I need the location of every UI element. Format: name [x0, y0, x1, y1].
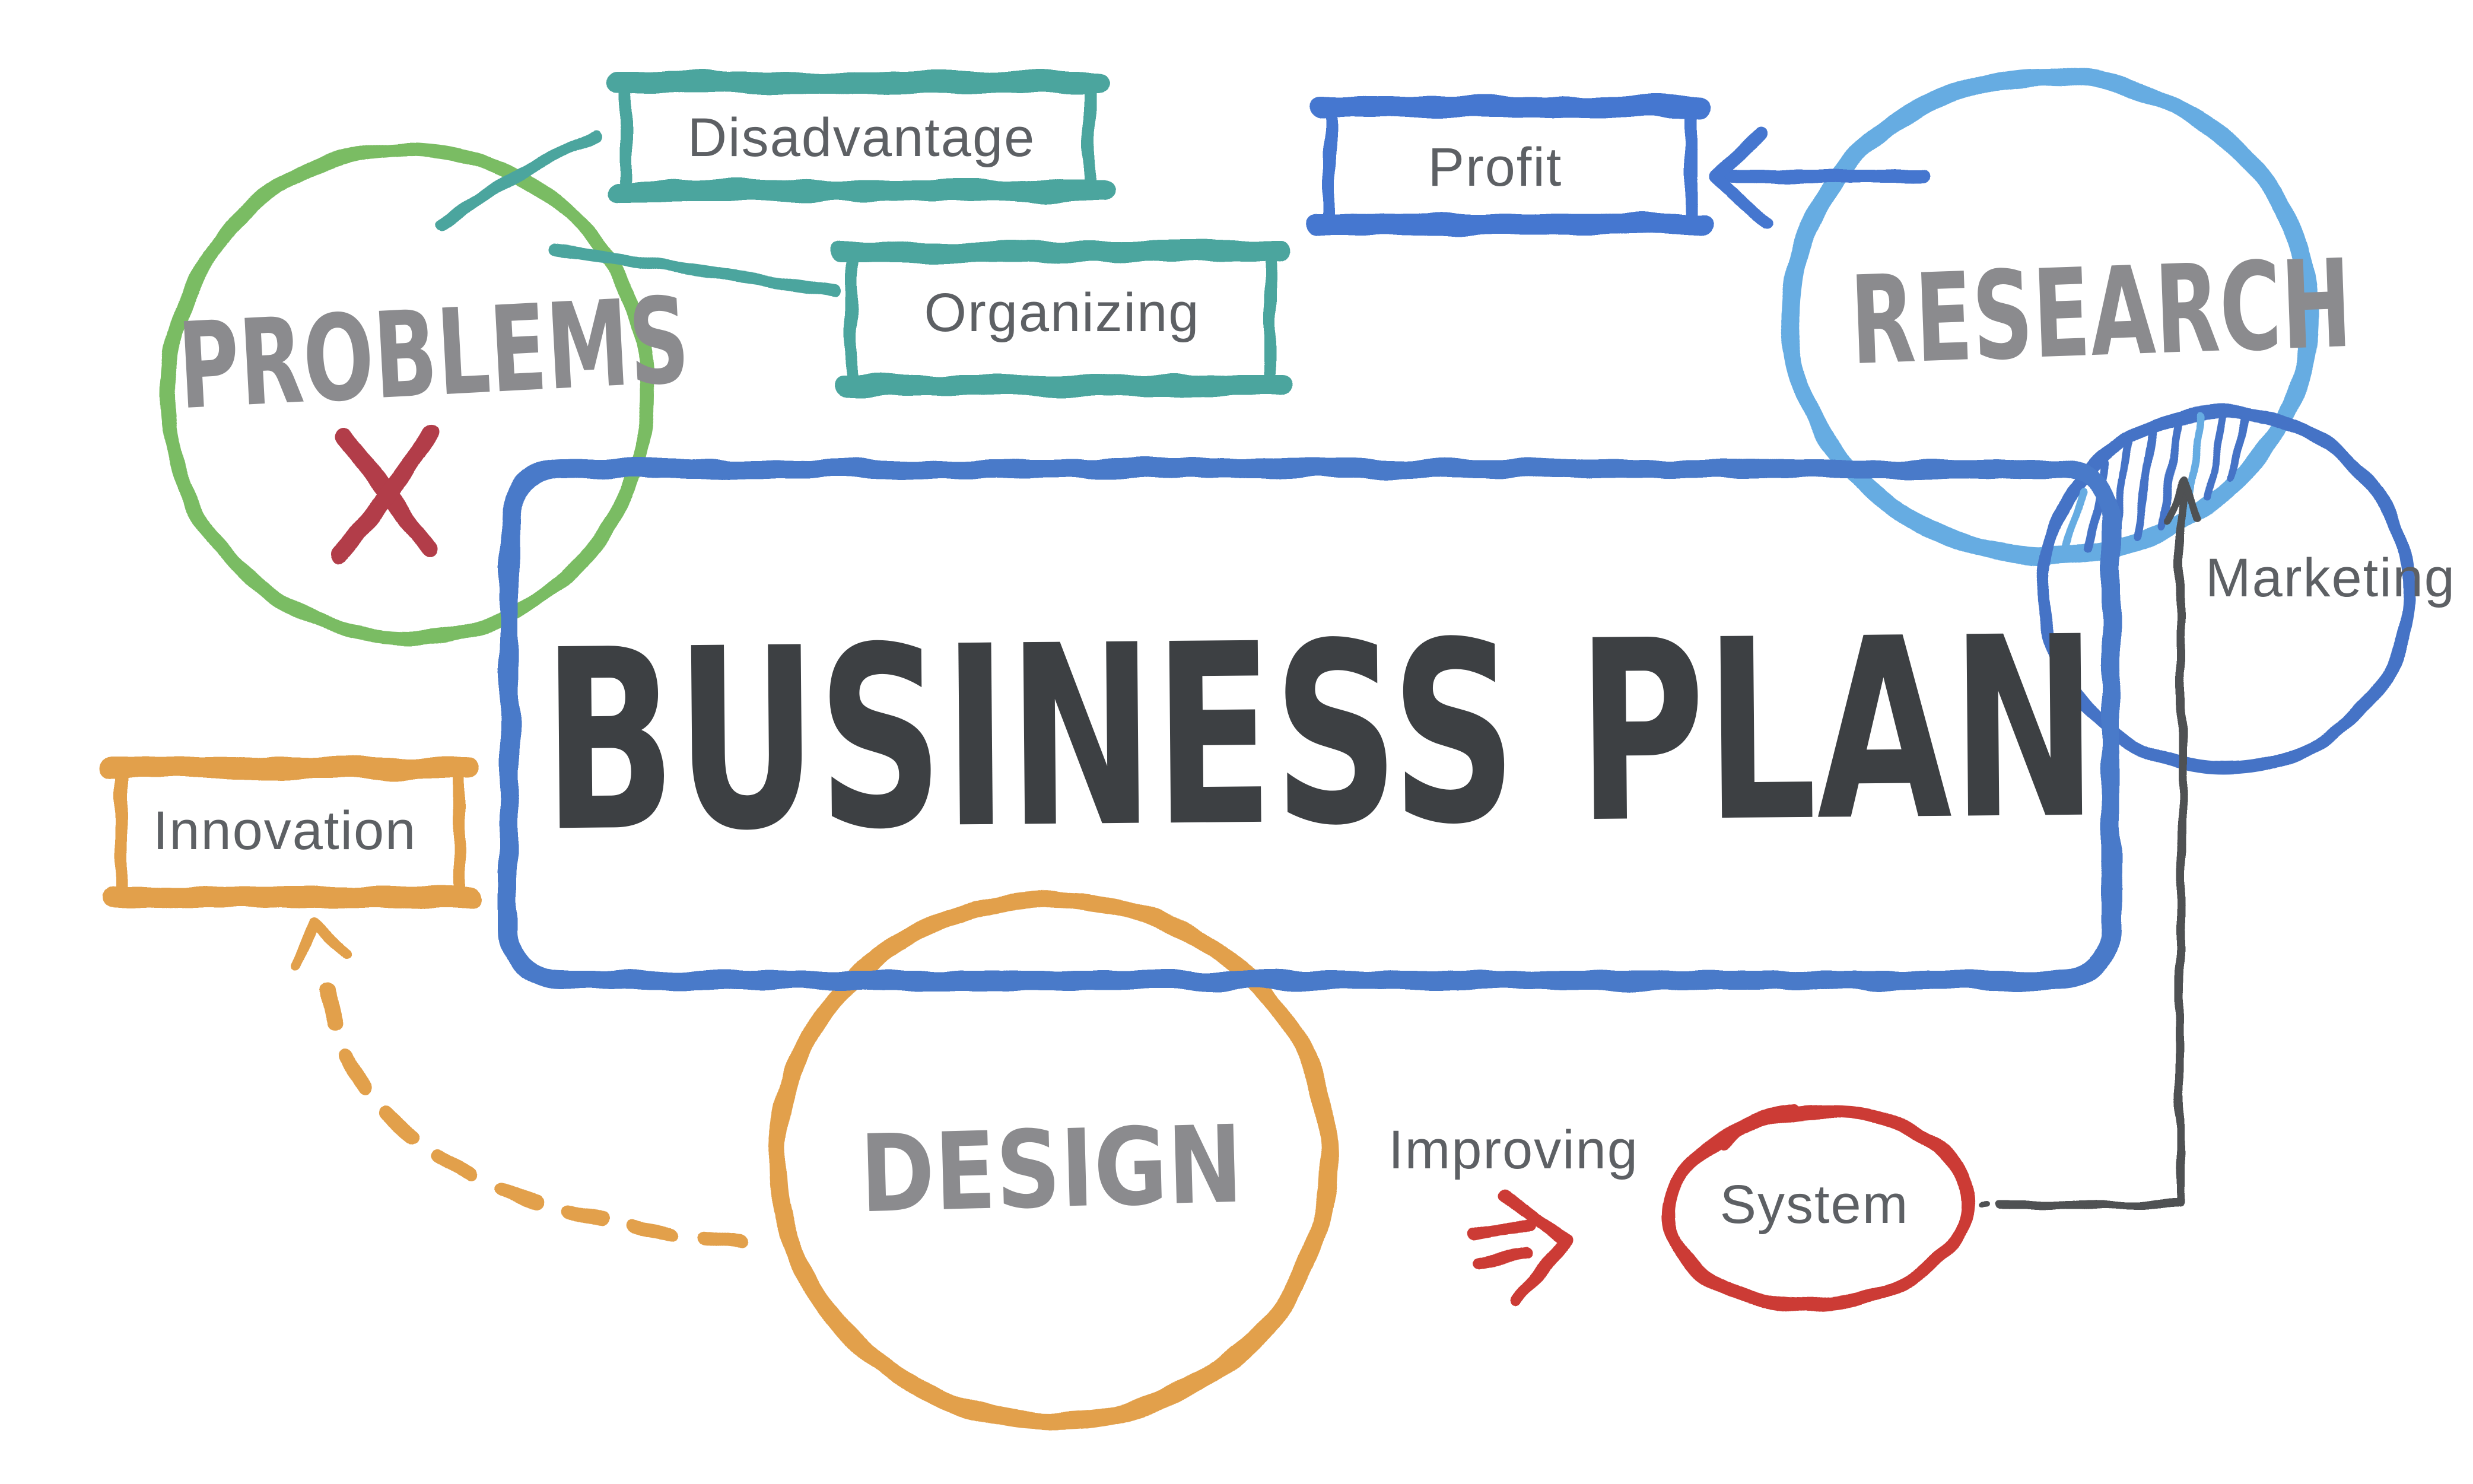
marketing-label: Marketing [2205, 548, 2456, 608]
problems-circle [160, 142, 655, 645]
disadvantage-box [605, 71, 1114, 202]
profit-label: Profit [1428, 137, 1563, 198]
business-plan-box [500, 459, 2121, 990]
system-label: System [1719, 1174, 1909, 1235]
marketing-to-system-connector [1978, 478, 2201, 1209]
x-mark-icon [330, 424, 439, 564]
improving-chevron-arrow [1467, 1189, 1572, 1307]
research-to-profit-arrow [1708, 128, 1929, 230]
design-to-innovation-dashed-arrow [291, 918, 775, 1252]
organizing-label: Organizing [924, 282, 1200, 343]
connector-problems-organizing [548, 243, 841, 296]
connector-problems-disadvantage [434, 131, 601, 233]
innovation-label: Innovation [152, 800, 417, 861]
research-heading: RESEARCH [1848, 233, 2354, 393]
innovation-box [100, 757, 482, 908]
business-plan-heading: BUSINESS PLAN [541, 583, 2099, 888]
design-heading: DESIGN [859, 1102, 1244, 1237]
design-circle [768, 890, 1338, 1430]
problems-heading: PROBLEMS [174, 271, 693, 437]
overlap-hatch-pattern [2061, 409, 2251, 557]
disadvantage-label: Disadvantage [687, 107, 1036, 168]
organizing-box [829, 241, 1293, 396]
system-circle [1662, 1105, 1974, 1311]
improving-label: Improving [1388, 1120, 1639, 1180]
profit-box [1307, 96, 1714, 235]
